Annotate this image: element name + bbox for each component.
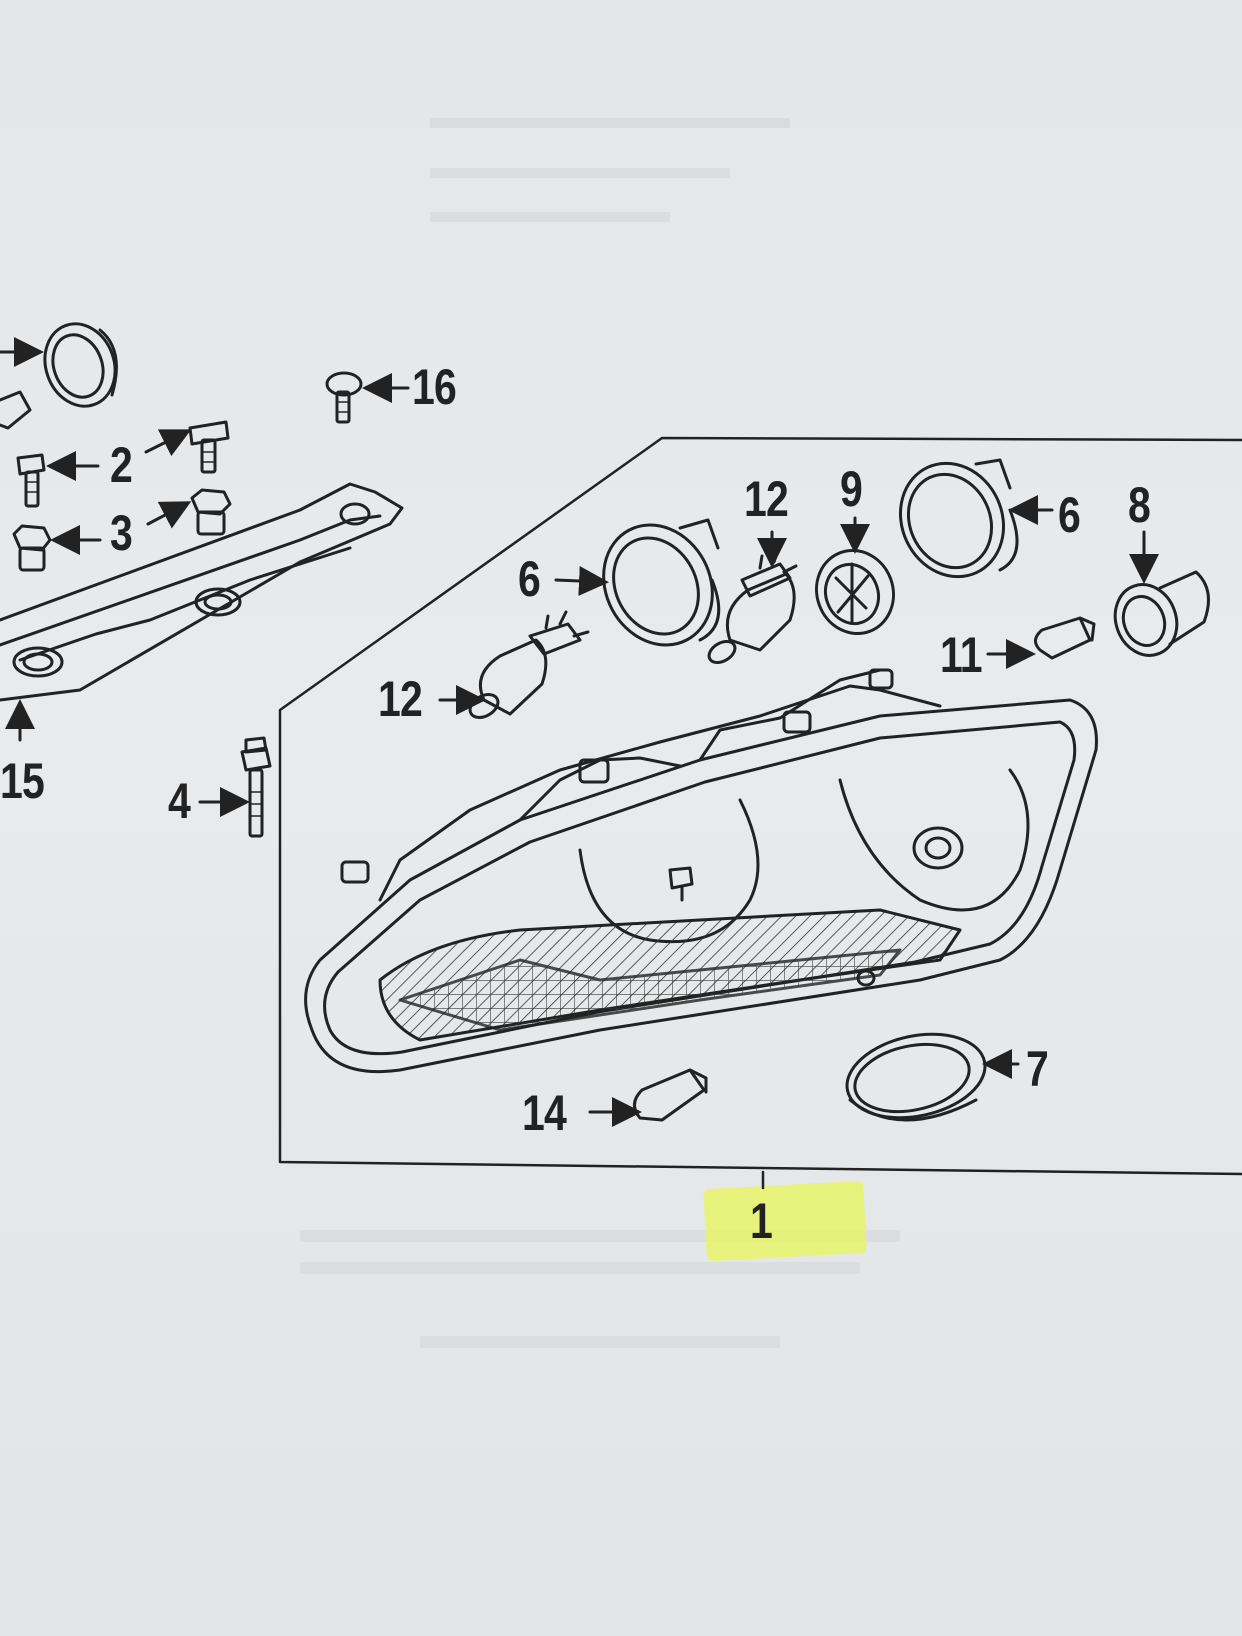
support-bracket-part (0, 482, 404, 742)
bleed-through-line (430, 212, 670, 222)
nut-part (12, 524, 102, 572)
screw-part (325, 371, 410, 424)
callout-3: 3 (110, 505, 133, 561)
gasket-ring-part (845, 1032, 1020, 1122)
bulb-part (438, 610, 590, 719)
long-bolt-part (198, 736, 272, 838)
callout-8: 8 (1128, 477, 1151, 533)
callout-7: 7 (1026, 1041, 1049, 1097)
callout-6-left: 6 (518, 551, 541, 607)
bolt-part (144, 420, 230, 474)
bulb-socket-part (815, 516, 895, 636)
nut-part (146, 488, 232, 536)
callout-2: 2 (110, 437, 133, 493)
assembly-boundary (278, 436, 1242, 1176)
grommet-part (0, 322, 118, 408)
callout-1: 1 (750, 1193, 773, 1249)
callout-9: 9 (840, 461, 863, 517)
bleed-through-line (430, 118, 790, 128)
cover-cap-part (898, 458, 1054, 579)
bracket-fragment (0, 390, 32, 430)
bulb-part (707, 530, 798, 664)
callout-12-left: 12 (378, 671, 423, 727)
callout-4: 4 (168, 773, 191, 829)
callout-16: 16 (412, 359, 457, 415)
bleed-through-line (430, 168, 730, 178)
headlamp-housing-part (304, 668, 1098, 1074)
bolt-part (16, 451, 100, 508)
bulb-socket-part (1113, 530, 1210, 657)
callout-15: 15 (0, 753, 45, 809)
wedge-bulb-part (588, 1068, 708, 1127)
callout-11: 11 (940, 627, 983, 683)
callout-14: 14 (522, 1085, 567, 1141)
cover-cap-part (554, 518, 721, 647)
wedge-bulb-part (986, 616, 1096, 669)
callout-12-top: 12 (744, 471, 789, 527)
callout-6-right: 6 (1058, 487, 1081, 543)
bleed-through-line (420, 1336, 780, 1348)
bleed-through-line (300, 1262, 860, 1274)
